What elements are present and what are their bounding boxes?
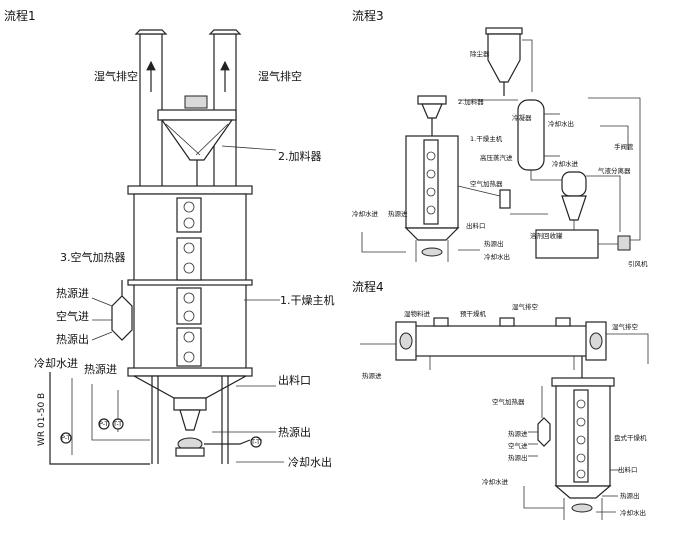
label-cool-water-out: 冷却水出: [548, 119, 574, 128]
label-flow4-heat-in-2: 热源进: [508, 429, 528, 438]
gas-liquid-separator: [561, 171, 587, 197]
flow1-diagram: P-T P-T T-T T-T 湿气排空 湿气排空 2.加料器 3.空气加热器 …: [34, 29, 335, 469]
condenser: [517, 99, 545, 171]
dryer-windows: [176, 197, 202, 367]
label-flow4-heat-out: 热源出: [508, 453, 528, 462]
label-cool-out: 冷却水出: [288, 455, 332, 469]
feeder-hopper: [160, 119, 234, 161]
label-hand-valve: 手阀管: [614, 142, 634, 151]
label-flow4-outlet: 出料口: [618, 465, 638, 474]
flow3-air-heater: [499, 189, 511, 209]
label-flow3-heat-in: 热源进: [388, 209, 408, 218]
label-condenser: 冷凝器: [512, 113, 532, 122]
label-heat-in-2: 热源进: [84, 362, 117, 376]
label-wet-in: 湿物料进: [404, 309, 431, 318]
label-feeder: 2.加料器: [278, 149, 322, 163]
label-flow4-air-in: 空气进: [508, 441, 528, 450]
flow4-diagram: 湿物料进 预干燥机 湿气排空 湿气排空 热源进 空气加热器 热源进 空气进 热源…: [360, 302, 649, 520]
label-heat-in: 热源进: [56, 286, 89, 300]
label-main-dryer: 1.干燥主机: [280, 293, 335, 307]
label-flow4-cool-in: 冷却水进: [482, 477, 509, 486]
flow4-air-heater: [537, 417, 551, 447]
gauge-label-4: T-T: [250, 438, 260, 446]
gauge-label-3: T-T: [112, 420, 122, 428]
air-heater: [111, 295, 133, 341]
label-flow3-outlet: 出料口: [466, 221, 486, 230]
label-fan: 引风机: [628, 259, 648, 268]
label-air-in: 空气进: [56, 309, 89, 323]
label-heat-out: 热源出: [56, 332, 89, 346]
model-number: WR 01-50 B: [37, 393, 47, 446]
label-exhaust-left: 湿气排空: [94, 69, 138, 83]
label-air-heater: 3.空气加热器: [60, 250, 126, 264]
flow3-diagram: 除尘器 2.加料器 冷凝器 冷却水出 1.干燥主机 高压蒸汽进 冷却水进 手阀管…: [352, 27, 648, 268]
feeder-motor: [184, 95, 208, 109]
section-title-flow1: 流程1: [4, 8, 36, 23]
label-cool-in: 冷却水进: [34, 357, 78, 370]
label-flow4-exhaust-top: 湿气排空: [512, 302, 539, 311]
gauge-label-1: P-T: [61, 434, 71, 442]
label-flow3-feeder: 2.加料器: [458, 97, 484, 106]
label-cool-water-in: 冷却水进: [552, 159, 579, 168]
gauges: [60, 418, 262, 448]
solvent-tank: [535, 229, 599, 259]
label-gas-liquid-separator: 气液分离器: [598, 166, 631, 175]
label-pre-dryer: 预干燥机: [460, 309, 487, 318]
pre-dryer: [409, 325, 593, 357]
label-disc-dryer: 盘式干燥机: [614, 433, 647, 442]
label-outlet: 出料口: [278, 373, 311, 387]
label-exhaust-right: 湿气排空: [258, 69, 302, 83]
label-flow4-cool-out: 冷却水出: [620, 508, 646, 517]
label-flow3-air-heater: 空气加热器: [470, 179, 503, 188]
label-flow3-main-dryer: 1.干燥主机: [470, 134, 503, 143]
label-solvent-tank: 溶剂回收罐: [530, 231, 563, 240]
dust-collector: [487, 33, 521, 83]
label-flow4-heat-out-2: 热源出: [620, 491, 640, 500]
label-flow3-heat-out: 热源出: [484, 239, 504, 248]
section-title-flow3: 流程3: [352, 8, 384, 23]
flow3-fan: [617, 235, 631, 251]
label-flow4-air-heater: 空气加热器: [492, 397, 525, 406]
label-heat-out-2: 热源出: [278, 425, 311, 439]
gauge-label-2: P-T: [99, 420, 109, 428]
label-flow3-cool-in-left: 冷却水进: [352, 209, 379, 218]
label-hp-steam: 高压蒸汽进: [480, 153, 513, 162]
label-flow3-cool-out: 冷却水出: [484, 252, 510, 261]
label-dust-collector: 除尘器: [470, 49, 490, 58]
label-flow4-heat-in: 热源进: [362, 371, 382, 380]
flow3-feeder: [421, 103, 443, 119]
label-flow4-exhaust-right: 湿气排空: [612, 322, 639, 331]
section-title-flow4: 流程4: [352, 279, 384, 294]
